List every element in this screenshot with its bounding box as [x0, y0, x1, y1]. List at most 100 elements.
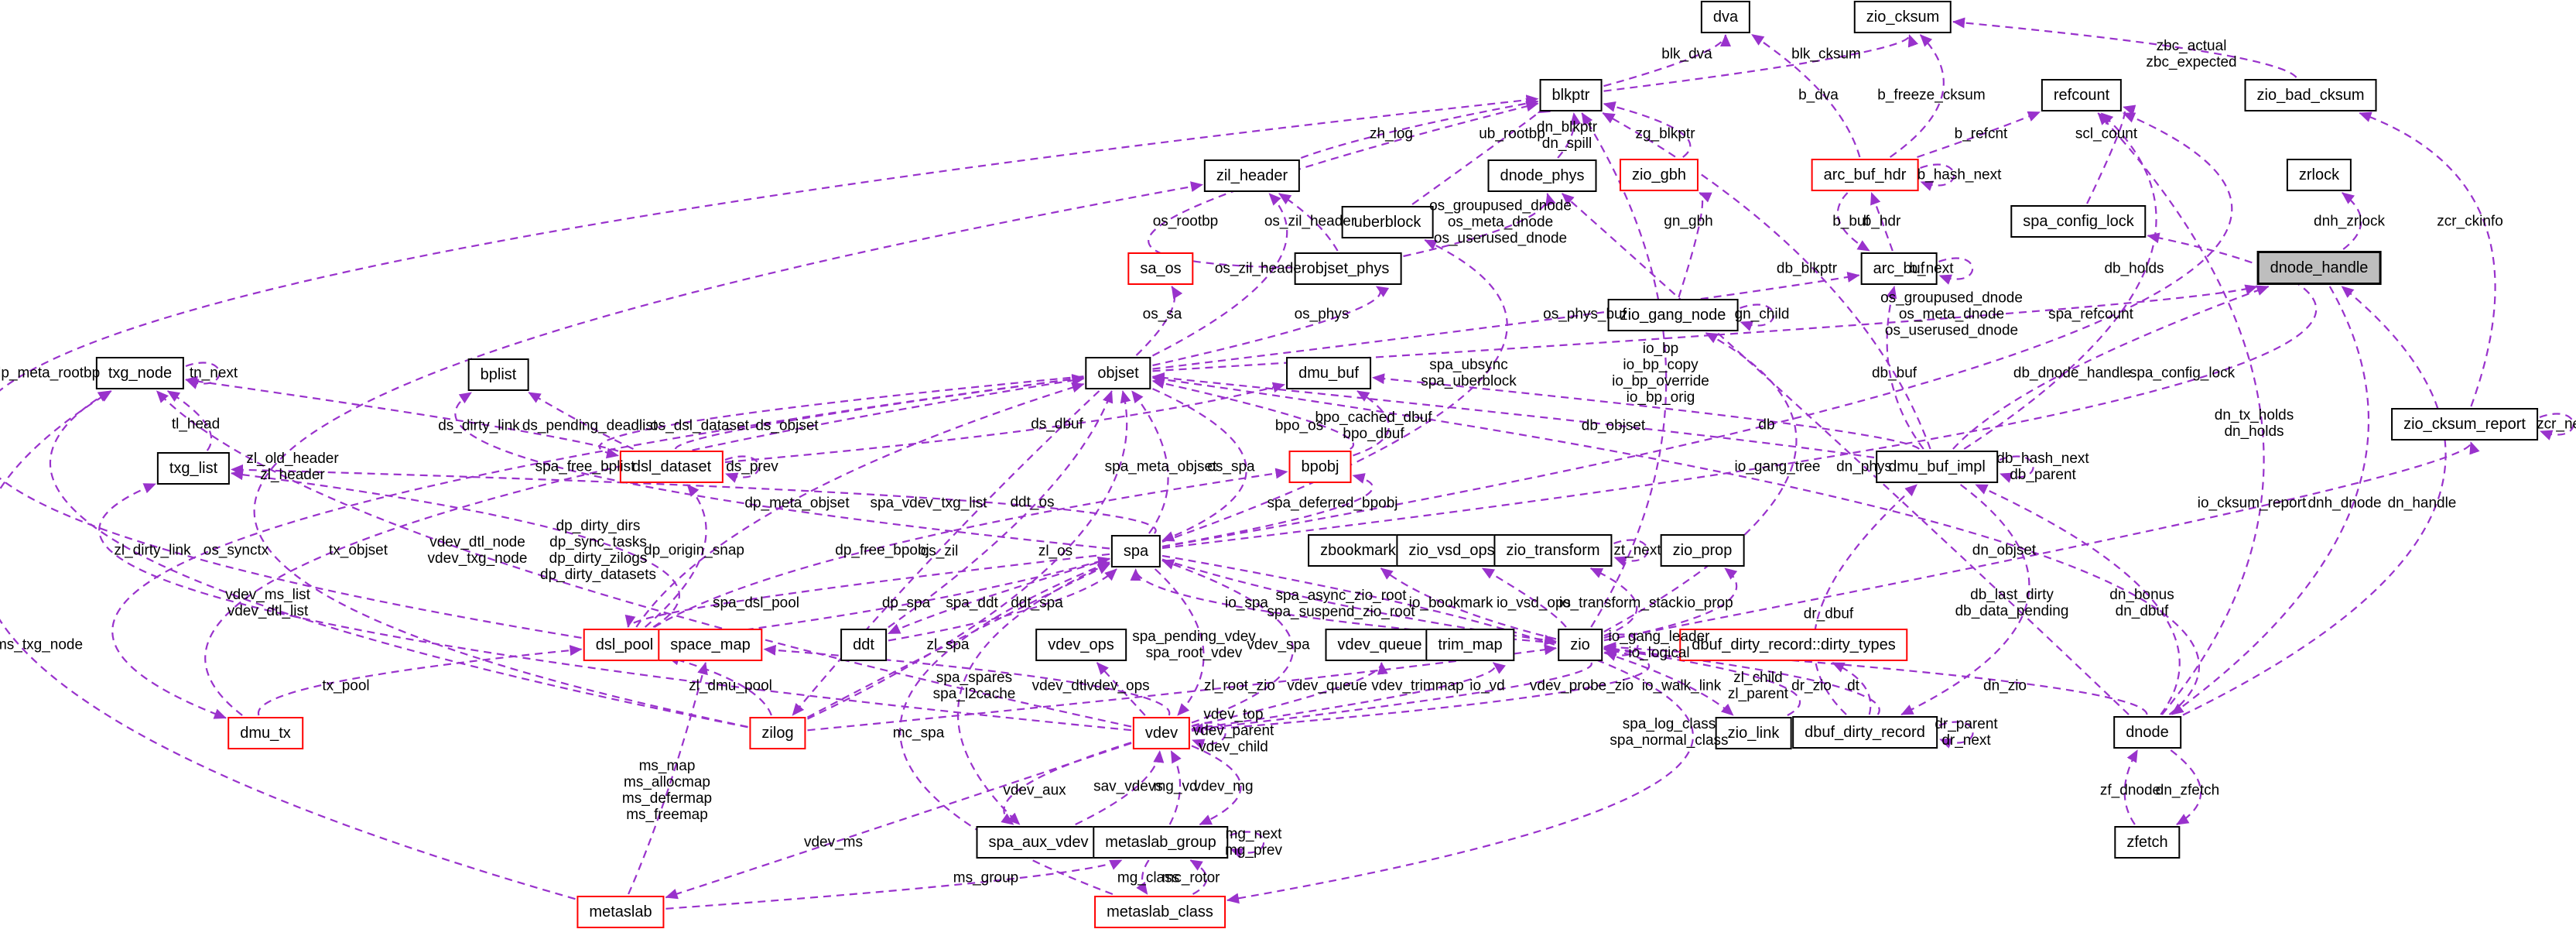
- edge-objset-dsl_dataset: [598, 375, 1084, 459]
- edge-metaslab-space_map: [628, 662, 708, 895]
- node-metaslab_class[interactable]: metaslab_class: [1094, 896, 1226, 928]
- node-uberblock[interactable]: uberblock: [1341, 206, 1434, 238]
- node-vdev_queue[interactable]: vdev_queue: [1325, 629, 1435, 661]
- node-zio[interactable]: zio: [1558, 629, 1603, 661]
- edge-objset_phys-blkptr: [1148, 101, 1539, 269]
- node-blkptr[interactable]: blkptr: [1539, 79, 1603, 111]
- edge-uberblock-blkptr: [1411, 102, 1551, 205]
- edge-zilog-objset: [807, 390, 1131, 720]
- node-metaslab[interactable]: metaslab: [576, 896, 665, 928]
- edge-spa-bplist: [454, 392, 1110, 550]
- edge-dnode_handle-dnode: [2171, 286, 2370, 715]
- edge-spa-vdev: [1154, 568, 1205, 716]
- edge-zilog-dsl_pool: [666, 654, 772, 716]
- edge-objset_phys-zil_header: [1278, 193, 1339, 252]
- edge-ddt-spa: [888, 568, 1117, 642]
- node-zio_vsd_ops[interactable]: zio_vsd_ops: [1396, 534, 1507, 567]
- edge-arc_buf-self: [1938, 257, 1974, 285]
- edge-zio_gbh-blkptr: [1603, 101, 1692, 158]
- node-zio_gbh[interactable]: zio_gbh: [1619, 159, 1699, 191]
- edge-vdev-metaslab: [665, 742, 1132, 900]
- node-zil_header[interactable]: zil_header: [1203, 159, 1301, 192]
- node-objset_phys[interactable]: objset_phys: [1294, 252, 1402, 285]
- edge-vdev-spa_aux_vdev: [1001, 742, 1132, 825]
- edge-vdev-trim_map: [1191, 662, 1506, 730]
- edge-vdev-spa: [1161, 559, 1294, 724]
- node-txg_list[interactable]: txg_list: [156, 452, 231, 485]
- node-spa_aux_vdev[interactable]: spa_aux_vdev: [976, 826, 1101, 859]
- node-dnode_phys[interactable]: dnode_phys: [1487, 159, 1597, 192]
- edge-dsl_pool-txg_list: [231, 469, 680, 628]
- node-bplist[interactable]: bplist: [467, 358, 529, 391]
- edge-zio-zio_gang_node: [1603, 332, 1798, 632]
- node-dva[interactable]: dva: [1700, 1, 1751, 33]
- node-dbuf_dirty_record[interactable]: dbuf_dirty_record: [1792, 716, 1938, 749]
- edge-metaslab_group-self: [1230, 831, 1265, 859]
- edge-dmu_buf_impl-arc_buf: [1886, 286, 1924, 450]
- edge-zilog-zil_header: [253, 181, 1203, 728]
- node-dnode[interactable]: dnode: [2113, 716, 2181, 749]
- edge-ddt-objset: [888, 390, 1114, 629]
- edge-arc_buf-arc_buf_hdr: [1870, 192, 1894, 252]
- edge-dmu_buf_impl-dnode_handle: [1952, 285, 2270, 450]
- node-spa[interactable]: spa: [1110, 535, 1161, 567]
- node-zio_transform[interactable]: zio_transform: [1493, 534, 1613, 567]
- edge-dmu_tx-dsl_pool: [257, 645, 583, 716]
- edge-dnode-dmu_buf_impl: [1975, 484, 2181, 715]
- node-zbookmark[interactable]: zbookmark: [1308, 534, 1408, 567]
- edge-dmu_buf_impl-dbuf_dirty_record: [1900, 484, 2030, 715]
- node-dsl_dataset[interactable]: dsl_dataset: [619, 451, 724, 483]
- edge-spa-refcount: [1161, 111, 2233, 548]
- node-txg_node[interactable]: txg_node: [95, 357, 185, 389]
- edge-vdev-metaslab_group: [1191, 745, 1242, 826]
- node-zio_cksum_report[interactable]: zio_cksum_report: [2391, 408, 2538, 441]
- edge-metaslab_group-metaslab_class: [1136, 859, 1150, 895]
- node-zio_link[interactable]: zio_link: [1715, 717, 1792, 749]
- edge-spa-spa_aux_vdev: [956, 562, 1110, 825]
- node-zilog[interactable]: zilog: [749, 717, 806, 749]
- node-dirty_types[interactable]: dbuf_dirty_record::dirty_types: [1679, 629, 1908, 661]
- edge-zio-zio_prop: [1603, 567, 1738, 642]
- node-zrlock[interactable]: zrlock: [2286, 159, 2352, 191]
- node-arc_buf_hdr[interactable]: arc_buf_hdr: [1811, 159, 1919, 191]
- node-space_map[interactable]: space_map: [658, 629, 763, 661]
- node-trim_map[interactable]: trim_map: [1425, 629, 1515, 661]
- node-zio_cksum[interactable]: zio_cksum: [1853, 1, 1952, 33]
- node-dmu_tx[interactable]: dmu_tx: [227, 717, 303, 749]
- edge-spa-bpobj: [1161, 473, 1374, 547]
- node-dnode_handle[interactable]: dnode_handle: [2256, 251, 2382, 285]
- edge-metaslab_class-metaslab_group: [1189, 859, 1208, 895]
- node-zfetch[interactable]: zfetch: [2114, 826, 2181, 859]
- node-metaslab_group[interactable]: metaslab_group: [1093, 826, 1229, 859]
- node-bpobj[interactable]: bpobj: [1288, 451, 1352, 483]
- node-objset[interactable]: objset: [1085, 357, 1151, 389]
- edge-zio_gang_node-self: [1740, 303, 1775, 331]
- node-arc_buf[interactable]: arc_buf: [1860, 252, 1938, 285]
- node-dmu_buf[interactable]: dmu_buf: [1286, 357, 1371, 389]
- node-vdev_ops[interactable]: vdev_ops: [1035, 629, 1127, 661]
- edge-zio-blkptr: [1581, 112, 1668, 628]
- edge-dbuf_dirty_record-self: [1938, 721, 1974, 749]
- edge-zil_header-blkptr: [1300, 98, 1539, 159]
- node-spa_config_lock[interactable]: spa_config_lock: [2010, 205, 2147, 238]
- edge-zio-zio_transform: [1589, 567, 1638, 637]
- edge-dmu_buf_impl-dmu_buf: [1372, 373, 1920, 450]
- edge-objset-arc_buf: [1152, 272, 1860, 370]
- edge-vdev-self: [1191, 722, 1226, 749]
- edge-dbuf_dirty_record-dmu_buf_impl: [1813, 484, 1917, 715]
- node-sa_os[interactable]: sa_os: [1127, 252, 1194, 285]
- edge-spa-txg_list: [231, 464, 1157, 534]
- node-dsl_pool[interactable]: dsl_pool: [583, 629, 666, 661]
- edge-objset-zilog: [792, 390, 1100, 716]
- node-ddt[interactable]: ddt: [840, 629, 887, 661]
- node-zio_gang_node[interactable]: zio_gang_node: [1607, 299, 1739, 331]
- edge-objset-zil_header: [1152, 193, 1288, 357]
- node-refcount[interactable]: refcount: [2041, 79, 2123, 111]
- node-zio_bad_cksum[interactable]: zio_bad_cksum: [2244, 79, 2377, 111]
- node-zio_prop[interactable]: zio_prop: [1660, 534, 1745, 567]
- node-vdev[interactable]: vdev: [1132, 717, 1191, 749]
- node-dmu_buf_impl[interactable]: dmu_buf_impl: [1876, 451, 1998, 483]
- edge-spa-zio: [1161, 558, 1557, 646]
- edge-dmu_tx-objset: [204, 375, 1085, 716]
